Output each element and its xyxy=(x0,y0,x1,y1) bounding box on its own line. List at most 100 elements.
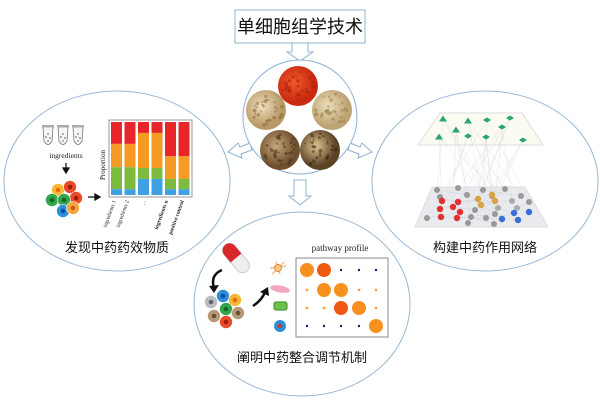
cell-node xyxy=(495,205,501,211)
pathway-dot xyxy=(357,324,361,328)
pathway-dot xyxy=(334,301,348,315)
network-edge xyxy=(482,189,522,197)
network-edge xyxy=(477,136,487,200)
herb-speck xyxy=(284,87,289,91)
bar-segment xyxy=(178,156,190,179)
herb-speck xyxy=(335,114,338,117)
tube xyxy=(42,126,54,145)
cell-cluster-bottom xyxy=(204,289,245,329)
herb-speck xyxy=(283,81,288,86)
herb-speck xyxy=(290,146,293,148)
cell-node xyxy=(465,220,471,226)
bar-segment xyxy=(124,143,136,168)
cell-nucleus xyxy=(67,184,73,190)
chart-xlabel: ingredients n xyxy=(154,200,170,231)
herb-speck xyxy=(293,143,296,147)
herb-speck xyxy=(326,153,330,157)
herb-speck xyxy=(339,116,343,119)
cell-nucleus xyxy=(220,293,226,299)
particle xyxy=(79,137,81,139)
cell-node xyxy=(456,208,464,216)
cell-node xyxy=(438,197,446,205)
chart-xlabel: ... xyxy=(141,199,148,206)
herb-speck xyxy=(264,94,268,98)
pathway-dot xyxy=(352,301,366,315)
network-edge xyxy=(438,136,518,209)
target-node xyxy=(483,117,491,123)
tube-label: ingredients xyxy=(49,151,82,160)
herb-speck xyxy=(307,91,310,94)
herb-speck xyxy=(252,115,256,119)
pathway-dot xyxy=(374,268,378,272)
herb-speck xyxy=(309,140,312,143)
particle xyxy=(47,133,49,135)
herb-speck xyxy=(279,116,282,119)
particle xyxy=(62,140,64,142)
bar-segment xyxy=(165,122,176,157)
herb-speck xyxy=(277,158,280,162)
cell-node xyxy=(488,191,496,199)
herb-speck xyxy=(318,154,322,158)
pathway-profile-title: pathway profile xyxy=(312,243,369,253)
herb-speck xyxy=(322,95,325,98)
herb-speck xyxy=(334,111,337,114)
title: 单细胞组学技术 xyxy=(237,17,363,38)
tube-cap xyxy=(57,125,69,128)
network-edge xyxy=(442,118,493,196)
herb-speck xyxy=(285,84,289,88)
pathway-dot xyxy=(322,324,326,328)
herb-speck xyxy=(303,97,307,101)
chart-xlabel: ingredients 2 xyxy=(115,199,130,228)
herb-speck xyxy=(304,91,307,94)
cell-node xyxy=(472,207,478,213)
herb-speck xyxy=(266,123,269,126)
herb-speck xyxy=(296,92,301,97)
arrow-right-icon xyxy=(347,142,373,159)
bar-segment xyxy=(138,178,149,195)
bar-segment xyxy=(165,178,176,190)
herb-speck xyxy=(296,98,299,101)
herb-speck xyxy=(308,162,313,166)
herb-speck xyxy=(274,110,277,113)
particle xyxy=(49,137,51,139)
herb-speck xyxy=(287,86,292,90)
herb-speck xyxy=(311,141,315,144)
tube xyxy=(72,126,84,145)
herb-speck xyxy=(300,89,304,93)
cell-node xyxy=(468,214,474,220)
particle xyxy=(75,136,77,138)
cell-node xyxy=(526,199,532,205)
herb-speck xyxy=(287,89,291,94)
cell-node xyxy=(453,214,461,222)
particle xyxy=(45,136,47,138)
arrow-right-small-icon xyxy=(88,192,102,202)
herb-speck xyxy=(265,144,269,147)
cell-node xyxy=(449,203,457,211)
herb-speck xyxy=(289,141,293,145)
herb-speck xyxy=(282,142,285,145)
herb-speck xyxy=(299,71,302,74)
nucleus xyxy=(277,323,283,329)
pathway-dot xyxy=(317,263,331,277)
network-edge xyxy=(442,118,496,215)
pathway-dot xyxy=(334,283,348,297)
cell-node xyxy=(455,185,461,191)
arrow-head xyxy=(209,285,219,293)
herb-speck xyxy=(288,79,292,83)
herb-speck xyxy=(313,84,317,88)
pathway-dot xyxy=(305,306,309,310)
herb-speck xyxy=(256,113,261,117)
bar-segment xyxy=(138,122,149,133)
cell-nucleus xyxy=(223,306,229,312)
cell-node xyxy=(434,187,440,193)
pathway-dot xyxy=(374,306,378,310)
herb-speck xyxy=(311,145,315,149)
arrow-down-bottom-icon xyxy=(287,179,313,206)
bar-segment xyxy=(178,178,190,190)
herb-speck xyxy=(255,106,258,109)
herb-speck xyxy=(334,103,337,105)
herb-speck xyxy=(276,107,279,111)
herb-speck xyxy=(326,140,329,143)
network-edge xyxy=(467,188,506,224)
cell-node xyxy=(509,198,515,204)
